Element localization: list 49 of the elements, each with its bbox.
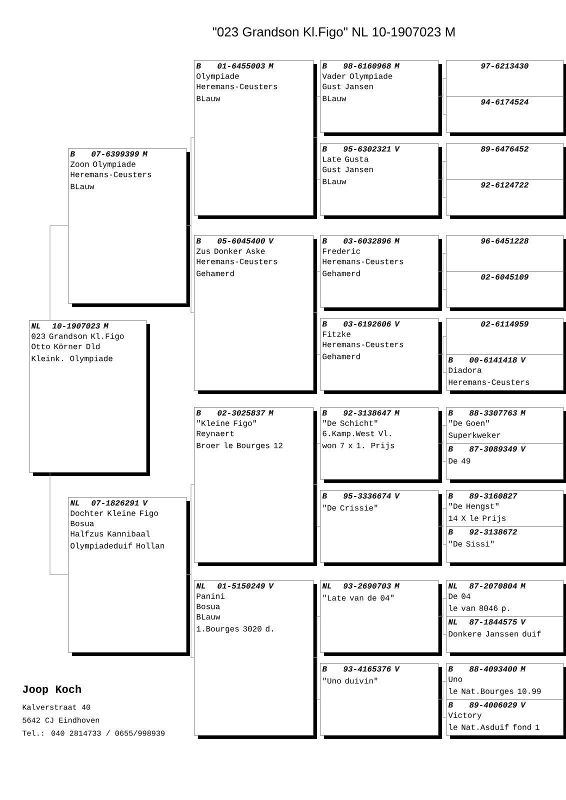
- connector-line: [313, 137, 320, 180]
- pedigree-box: B 95-3336674 V "De Crissie": [320, 490, 439, 563]
- connector-line: [438, 442, 446, 462]
- pedigree-box: 97-6213430: [446, 60, 564, 97]
- connector-line: [313, 312, 320, 355]
- connector-line: [50, 226, 68, 320]
- pedigree-box: 92-6124722: [446, 179, 564, 216]
- pedigree-box: B 02-3025837 M "Kleine Figo" Reynaert Broer le Bourges 12: [194, 407, 314, 563]
- pedigree-box: B 95-6302321 V Late Gusta Gust Jansen BLauw: [320, 143, 439, 216]
- connector-line: [438, 96, 446, 115]
- pedigree-box: B 01-6455003 M Olympiade Heremans-Ceusters BLauw: [194, 60, 314, 216]
- pedigree-box: B 05-6045400 V Zus Donker Aske Heremans-Ceusters Gehamerd: [194, 235, 314, 391]
- pedigree-box: B 89-4006029 V Victory le Nat.Asduif fond 1: [446, 699, 564, 736]
- connector-line: [186, 574, 194, 658]
- pedigree-box: 89-6476452: [446, 143, 564, 180]
- pedigree-box: B 92-3138672 "De Sissi": [446, 526, 564, 563]
- pedigree-box: B 88-3307763 M "De Goen" Superkweker: [446, 407, 564, 444]
- connector-line: [438, 698, 446, 718]
- connector-line: [313, 657, 320, 700]
- pedigree-box: B 93-4165376 V "Uno duivin": [320, 663, 439, 736]
- pedigree-box: B 00-6141418 V Diadora Heremans-Ceusters: [446, 354, 564, 391]
- title: "023 Grandson Kl.Figo" NL 10-1907023 M: [212, 26, 455, 40]
- pedigree-box: B 03-6192606 V Fitzke Heremans-Ceusters Gehamerd: [320, 318, 439, 391]
- pedigree-box: B 88-4093400 M Uno le Nat.Bourges 10.99: [446, 663, 564, 700]
- pedigree-box: B 89-3160827 "De Hengst" 14 X le Prijs: [446, 490, 564, 527]
- pedigree-box: NL 01-5150249 V Panini Bosua BLauw 1.Bourges 3020 d.: [194, 580, 314, 736]
- connector-line: [186, 225, 194, 314]
- pedigree-box: B 98-6160968 M Vader Olympiade Gust Jansen BLauw: [320, 60, 439, 133]
- pedigree-box: NL 87-2070804 M De 04 le van 8046 p.: [446, 580, 564, 617]
- pedigree-box: B 07-6399399 M Zoon Olympiade Heremans-Ceusters BLauw: [68, 148, 187, 304]
- pedigree-box: NL 10-1907023 M 023 Grandson Kl.Figo Otto Körner Dld Kleink. Olympiade: [29, 320, 147, 473]
- owner-name: Joop Koch: [22, 684, 81, 696]
- pedigree-box: NL 87-1844575 V Donkere Janssen duif: [446, 616, 564, 653]
- pedigree-box: NL 93-2690703 M "Late van de 04": [320, 580, 439, 653]
- connector-line: [438, 526, 446, 545]
- connector-line: [438, 616, 446, 635]
- pedigree-box: 02-6045109: [446, 271, 564, 308]
- pedigree-box: 02-6114959: [446, 318, 564, 355]
- connector-line: [50, 472, 68, 576]
- connector-line: [438, 270, 446, 290]
- connector-line: [438, 178, 446, 198]
- pedigree-box: 96-6451228: [446, 235, 564, 272]
- pedigree-box: NL 07-1826291 V Dochter Kleine Figo Bosua Halfzus Kannibaal Olympiadeduif Hollan: [68, 497, 187, 653]
- connector-line: [313, 484, 320, 527]
- pedigree-box: B 03-6032896 M Frederic Heremans-Ceusters Gehamerd: [320, 235, 439, 308]
- pedigree-box: B 92-3138647 M "De Schicht" 6.Kamp.West Vl. won 7 x 1. Prijs: [320, 407, 439, 480]
- connector-line: [438, 354, 446, 373]
- pedigree-box: 94-6174524: [446, 96, 564, 133]
- pedigree-box: B 87-3089349 V De 49: [446, 443, 564, 480]
